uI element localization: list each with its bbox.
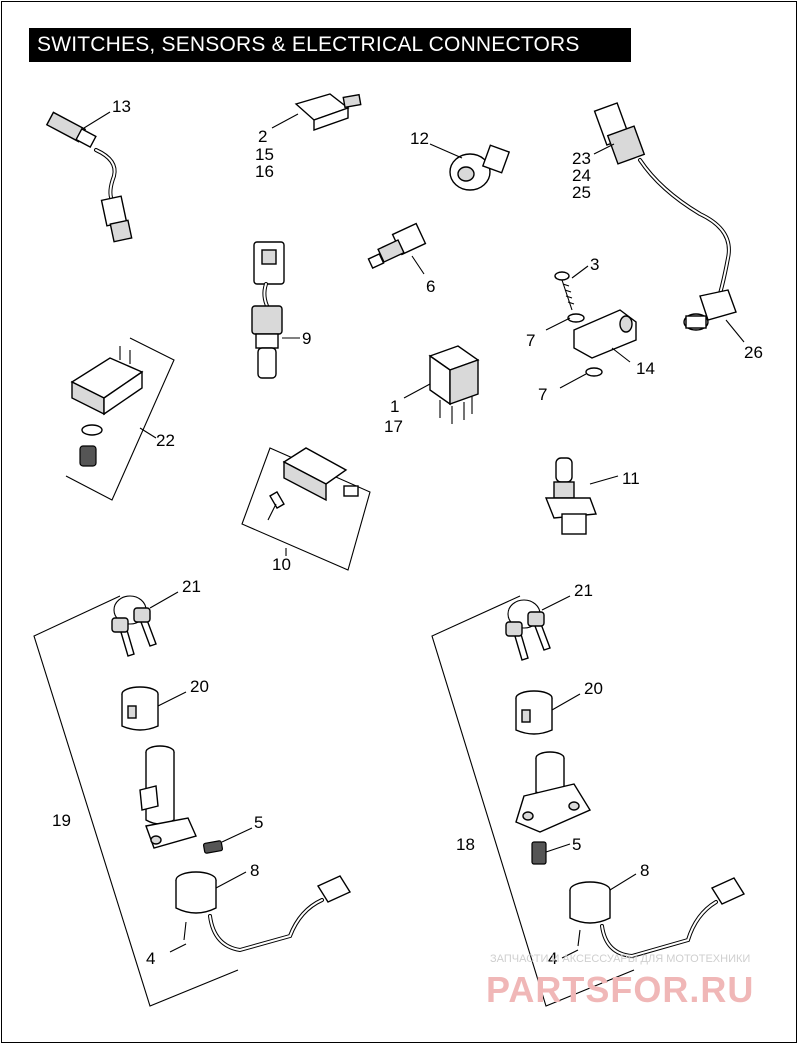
part-5-screw-left [202, 827, 253, 854]
callout-3: 3 [590, 255, 599, 274]
callout-10: 10 [272, 555, 291, 574]
callout-20-right: 20 [584, 679, 603, 698]
part-21-keys-left [111, 591, 179, 657]
part-21-keys-right [505, 595, 571, 661]
part-2-fuse [271, 93, 362, 131]
part-6-switch [367, 222, 427, 275]
callout-26: 26 [744, 343, 763, 362]
part-4-screw-left [169, 921, 187, 953]
callout-18: 18 [456, 835, 475, 854]
callout-24: 24 [572, 166, 591, 185]
group-bracket-19 [33, 595, 239, 1007]
part-10-switch [267, 447, 359, 521]
callout-11: 11 [622, 469, 640, 488]
part-20-cap-left [121, 686, 187, 731]
callout-5-right: 5 [572, 835, 581, 854]
part-3-screw [554, 265, 589, 311]
callout-23: 23 [572, 149, 591, 168]
group-bracket-18 [431, 595, 635, 1007]
part-13-oxygen-sensor [45, 111, 133, 243]
part-14-bracket [573, 309, 637, 363]
callout-7-top: 7 [526, 331, 535, 350]
part-23-sensor-harness [593, 102, 731, 308]
callout-9: 9 [302, 329, 311, 348]
part-8-harness-right [569, 873, 746, 959]
callout-4-left: 4 [146, 949, 155, 968]
callout-16: 16 [255, 162, 274, 181]
part-22-module [70, 346, 144, 467]
part-8-harness-left [175, 871, 352, 953]
part-7-washer-bottom [585, 367, 603, 377]
callout-1: 1 [390, 397, 399, 416]
part-19-ignition-switch-left [139, 745, 197, 849]
callout-22: 22 [156, 431, 175, 450]
callout-25: 25 [572, 183, 591, 202]
part-11-sensor [544, 457, 619, 535]
callout-13: 13 [112, 97, 131, 116]
callout-17: 17 [384, 417, 403, 436]
part-18-ignition-switch-right [515, 751, 592, 833]
callout-4-right: 4 [548, 949, 557, 968]
part-1-relay [403, 345, 480, 424]
callout-2: 2 [258, 127, 267, 146]
callout-19: 19 [52, 811, 71, 830]
callout-8-right: 8 [640, 861, 649, 880]
callout-21-left: 21 [182, 577, 201, 596]
part-5-screw-right [531, 841, 571, 865]
callout-15: 15 [255, 145, 274, 164]
part-4-screw-right [561, 929, 581, 959]
callout-8-left: 8 [250, 861, 259, 880]
watermark-caption: ЗАПЧАСТИ И АКСЕССУАРЫ ДЛЯ МОТОТЕХНИКИ [490, 953, 750, 965]
callout-7-bottom: 7 [538, 385, 547, 404]
part-12-pressure-switch [429, 143, 511, 191]
callout-21-right: 21 [574, 581, 593, 600]
callout-6: 6 [426, 277, 435, 296]
part-7-washer-top [567, 313, 585, 323]
part-26-sensor [683, 289, 745, 343]
callout-12: 12 [410, 129, 429, 148]
callout-20-left: 20 [190, 677, 209, 696]
part-20-cap-right [515, 690, 581, 735]
watermark-brand-logo: PARTSFOR.RU [486, 969, 754, 1010]
callout-14: 14 [636, 359, 655, 378]
page-title: SWITCHES, SENSORS & ELECTRICAL CONNECTOR… [29, 28, 631, 62]
callout-5-left: 5 [254, 813, 263, 832]
part-9-sender [251, 241, 300, 379]
